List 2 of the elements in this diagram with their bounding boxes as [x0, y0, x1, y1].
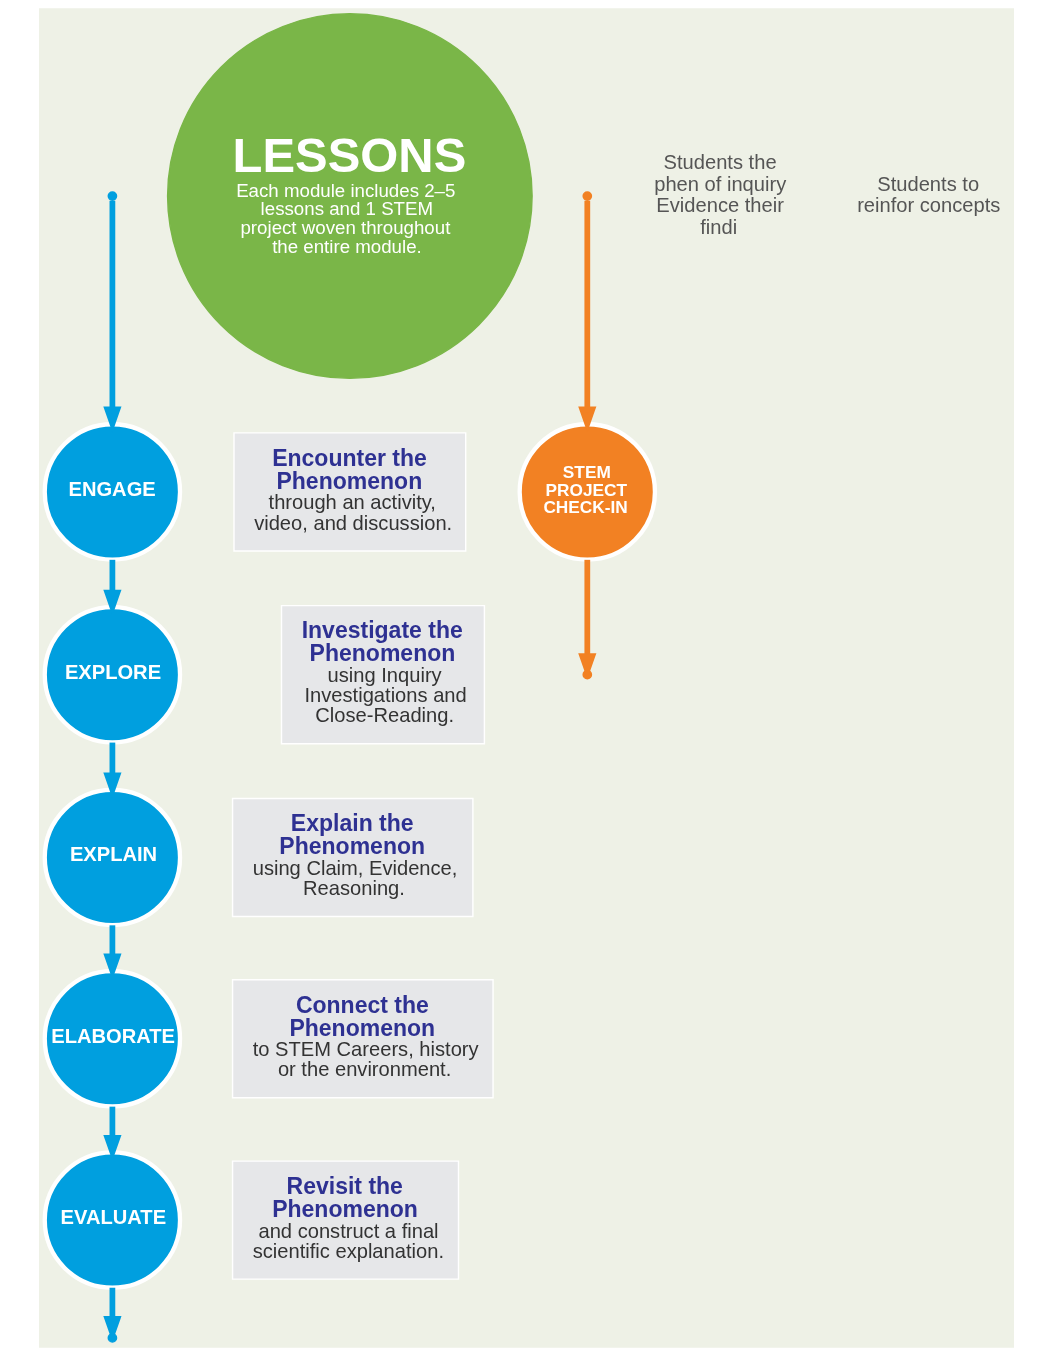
- label: Students to reinfor concepts: [857, 172, 1001, 217]
- label: Students the phen of inquiry Evidence their findi: [654, 151, 787, 238]
